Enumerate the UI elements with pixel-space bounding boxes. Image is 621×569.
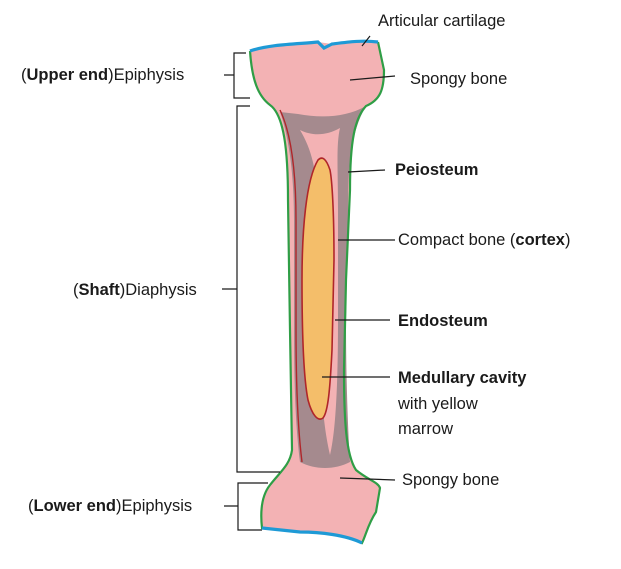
label-upper-epiphysis-bold: Upper end — [26, 66, 109, 84]
label-medullary-line2: with yellow — [398, 395, 478, 413]
label-lower-epiphysis-bold: Lower end — [33, 497, 117, 515]
leader-articular-cartilage — [361, 35, 371, 47]
label-articular-cartilage: Articular cartilage — [378, 12, 506, 30]
articular-cartilage-bottom — [261, 526, 363, 545]
label-endosteum: Endosteum — [398, 312, 488, 330]
label-lower-epiphysis-open: ( — [28, 497, 34, 515]
articular-cartilage-top — [249, 39, 379, 53]
label-upper-epiphysis-rest: )Epiphysis — [108, 66, 185, 84]
label-diaphysis-bold: Shaft — [78, 281, 120, 299]
label-compact-bone-suffix: ) — [564, 231, 571, 249]
bracket-diaphysis — [222, 105, 280, 473]
label-medullary-cavity: Medullary cavity — [398, 369, 527, 387]
leader-spongy-bone-lower — [339, 477, 396, 481]
leader-spongy-bone-upper — [349, 75, 396, 81]
endosteum-line — [279, 109, 303, 463]
label-compact-bone-prefix: Compact bone ( — [398, 231, 516, 249]
label-spongy-bone-lower: Spongy bone — [402, 471, 500, 489]
label-compact-bone-bold: cortex — [515, 231, 565, 249]
label-upper-epiphysis-open: ( — [21, 66, 27, 84]
label-diaphysis-open: ( — [73, 281, 79, 299]
label-diaphysis: (Shaft)Diaphysis — [73, 280, 197, 300]
label-periosteum: Peiosteum — [395, 161, 479, 179]
label-lower-epiphysis: (Lower end)Epiphysis — [28, 496, 192, 516]
label-compact-bone: Compact bone (cortex) — [398, 230, 570, 250]
medullary-cavity — [301, 157, 335, 420]
bracket-lower-epiphysis — [224, 482, 268, 531]
label-spongy-bone-upper: Spongy bone — [410, 70, 508, 88]
leader-periosteum — [347, 169, 386, 173]
label-diaphysis-rest: )Diaphysis — [119, 281, 197, 299]
label-medullary-line3: marrow — [398, 420, 454, 438]
label-upper-epiphysis: (Upper end)Epiphysis — [21, 65, 184, 85]
bracket-upper-epiphysis — [224, 52, 250, 99]
label-lower-epiphysis-rest: )Epiphysis — [116, 497, 193, 515]
